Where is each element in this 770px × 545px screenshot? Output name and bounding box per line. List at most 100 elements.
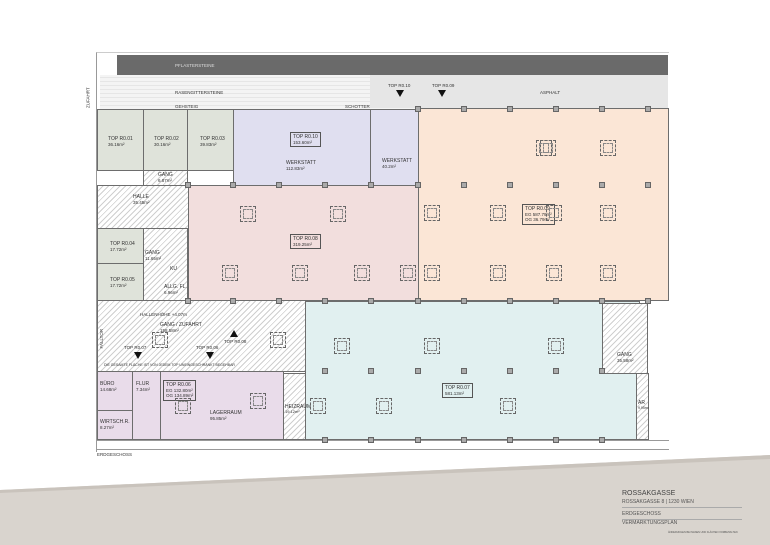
room-buero[interactable]: [97, 371, 133, 411]
title-plan: VERMARKTUNGSPLAN: [622, 520, 678, 526]
column: [507, 298, 513, 304]
label-allg: ALLG. FL.6.96m²: [164, 284, 187, 295]
column: [185, 298, 191, 304]
column: [645, 106, 651, 112]
room-r08[interactable]: [188, 185, 419, 301]
column: [507, 368, 513, 374]
room-r07[interactable]: [305, 301, 640, 440]
column-pit: [292, 265, 308, 281]
column-pit: [490, 205, 506, 221]
room-r10[interactable]: [233, 109, 371, 186]
column-pit: [270, 332, 286, 348]
column-pit: [600, 265, 616, 281]
label-ku: KU: [170, 266, 177, 272]
marker-r10: TOP R0.10: [388, 83, 411, 88]
column-pit: [546, 265, 562, 281]
room-werkstatt2[interactable]: [370, 109, 419, 186]
column: [645, 298, 651, 304]
column-pit: [222, 265, 238, 281]
paving-strip: [117, 55, 668, 75]
room-wirtsch[interactable]: [97, 410, 133, 440]
column: [230, 298, 236, 304]
column: [599, 298, 605, 304]
room-halle[interactable]: [97, 185, 189, 229]
entry-arrow-icon: [396, 90, 404, 97]
pflastersteine-label: PFLASTERSTEINE: [175, 63, 215, 68]
column: [185, 182, 191, 188]
column: [415, 106, 421, 112]
column: [368, 182, 374, 188]
floor-label: ERDGESCHOSS: [97, 452, 133, 457]
label-zufahrt-note: HALLENHÖHE +4.07m: [140, 312, 187, 317]
room-gang2[interactable]: [143, 228, 188, 301]
column: [553, 368, 559, 374]
schotter-label: SCHOTTER: [345, 104, 370, 109]
column: [461, 368, 467, 374]
column-pit: [500, 398, 516, 414]
asphalt-strip: [370, 75, 668, 108]
column-pit: [600, 140, 616, 156]
room-flur[interactable]: [132, 371, 161, 440]
column: [645, 182, 651, 188]
room-r05[interactable]: [97, 263, 144, 301]
column-pit: [152, 332, 168, 348]
gehsteig-label: GEHSTEIG: [175, 104, 199, 109]
room-gang3[interactable]: [602, 303, 648, 374]
column-pit: [175, 398, 191, 414]
column-pit: [250, 393, 266, 409]
baseline: [97, 440, 669, 450]
rasengitter-label: RASENGITTERSTEINE: [175, 90, 224, 95]
column: [599, 437, 605, 443]
column-pit: [354, 265, 370, 281]
column-pit: [334, 338, 350, 354]
column: [507, 106, 513, 112]
column-pit: [546, 205, 562, 221]
column: [322, 182, 328, 188]
column: [553, 437, 559, 443]
room-ar[interactable]: [636, 373, 649, 440]
falltor-label: FALLTOR: [99, 328, 105, 349]
column: [368, 298, 374, 304]
column: [599, 106, 605, 112]
title-note: ÄNDERUNGEN BEI MAßEN UND FLÄCHEN VORBEHA…: [668, 531, 738, 534]
entry-arrow-icon: [134, 352, 142, 359]
column-pit: [424, 265, 440, 281]
room-r03[interactable]: [187, 109, 234, 171]
column-pit: [240, 206, 256, 222]
column: [461, 182, 467, 188]
column: [322, 298, 328, 304]
room-r02[interactable]: [143, 109, 188, 171]
marker-r06: TOP R0.06: [196, 345, 219, 350]
title-project: ROSSAKGASSE: [622, 490, 676, 497]
label-zufahrt-note2: DIE GESAMTE FLÄCHE IST VON JEDEM TOP UNE…: [104, 363, 235, 367]
column-pit: [424, 338, 440, 354]
column-pit: [600, 205, 616, 221]
column-pit: [400, 265, 416, 281]
column: [415, 182, 421, 188]
column: [368, 368, 374, 374]
marker-r08: TOP R0.08: [224, 339, 247, 344]
column-pit: [424, 205, 440, 221]
column: [322, 437, 328, 443]
column: [322, 368, 328, 374]
column-pit: [330, 206, 346, 222]
column: [276, 298, 282, 304]
room-heiz[interactable]: [283, 373, 306, 440]
column: [599, 182, 605, 188]
decorative-band: [0, 455, 770, 545]
room-r06[interactable]: [160, 371, 284, 440]
column: [230, 182, 236, 188]
column: [415, 437, 421, 443]
